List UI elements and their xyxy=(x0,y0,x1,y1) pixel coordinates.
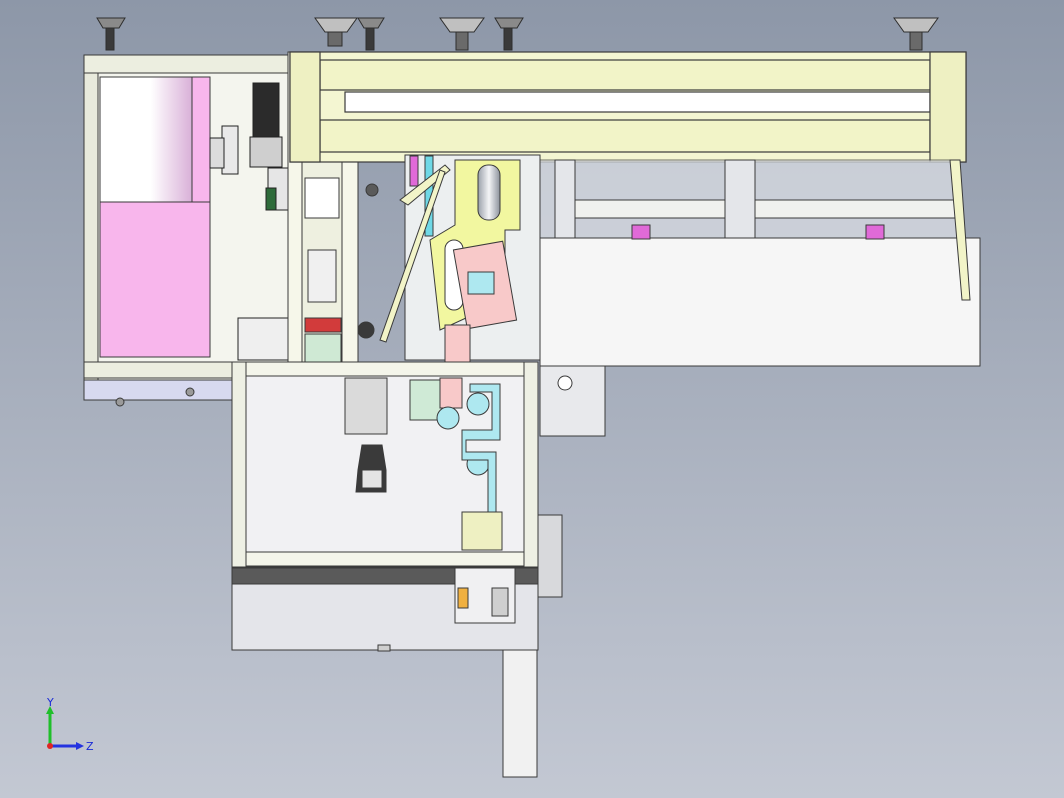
foot-3 xyxy=(357,17,385,51)
bottom-base xyxy=(231,567,539,778)
foot-1 xyxy=(96,17,126,51)
lower-box xyxy=(231,361,563,598)
top-rail-frame xyxy=(289,51,967,163)
central-mechanism xyxy=(379,154,541,366)
air-filter-regulator xyxy=(209,82,291,361)
z-axis-label: Z xyxy=(86,740,94,753)
foot-4 xyxy=(439,17,485,51)
x-axis-origin xyxy=(47,743,53,749)
y-axis-label: Y xyxy=(46,698,54,709)
foot-2 xyxy=(314,17,358,47)
leveling-feet xyxy=(96,17,939,51)
y-axis-head xyxy=(46,706,54,714)
z-axis-head xyxy=(76,742,84,750)
foot-6 xyxy=(893,17,939,51)
right-conveyor xyxy=(539,159,981,437)
coordinate-triad: Y Z xyxy=(46,698,94,753)
foot-5 xyxy=(494,17,524,51)
